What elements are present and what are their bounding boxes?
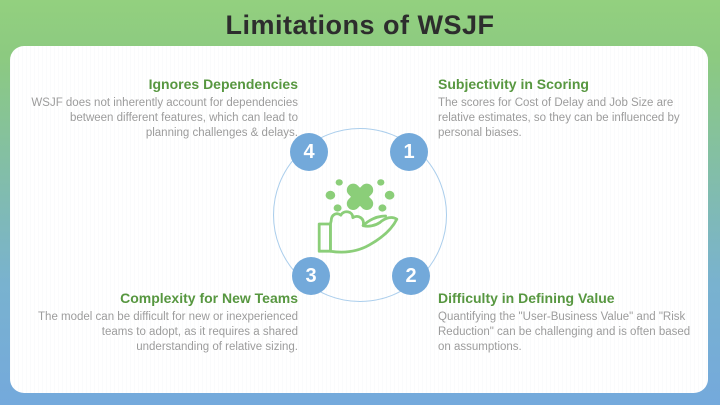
quadrant-heading: Difficulty in Defining Value (438, 290, 615, 306)
page-title: Limitations of WSJF (225, 9, 495, 40)
step-badge-2: 2 (392, 257, 430, 295)
quadrant-ignores-dependencies: Ignores Dependencies WSJF does not inher… (26, 76, 298, 141)
quadrant-complexity-for-new-teams: Complexity for New Teams The model can b… (26, 290, 298, 355)
hand-with-x-icon (312, 174, 408, 258)
quadrant-body: The scores for Cost of Delay and Job Siz… (438, 97, 680, 139)
quadrant-body: WSJF does not inherently account for dep… (31, 97, 298, 139)
quadrant-subjectivity-in-scoring: Subjectivity in Scoring The scores for C… (438, 76, 700, 141)
step-badge-1: 1 (390, 133, 428, 171)
quadrant-difficulty-in-defining-value: Difficulty in Defining Value Quantifying… (438, 290, 700, 355)
quadrant-body: The model can be difficult for new or in… (38, 311, 298, 353)
diagram-ring (273, 128, 447, 302)
quadrant-heading: Subjectivity in Scoring (438, 76, 589, 92)
quadrant-body: Quantifying the "User-Business Value" an… (438, 311, 691, 353)
step-badge-4: 4 (290, 133, 328, 171)
quadrant-heading: Ignores Dependencies (148, 76, 298, 92)
step-badge-3: 3 (292, 257, 330, 295)
content-card: Ignores Dependencies WSJF does not inher… (10, 46, 708, 393)
quadrant-heading: Complexity for New Teams (120, 290, 298, 306)
